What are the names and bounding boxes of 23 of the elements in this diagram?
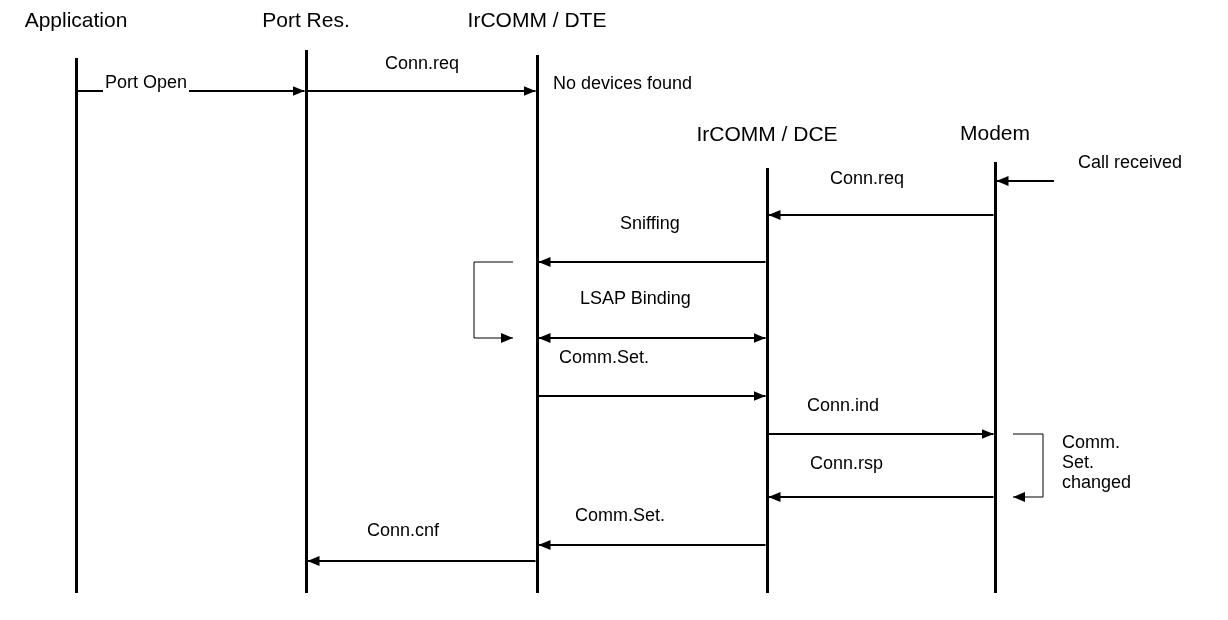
message-arrow (767, 492, 995, 502)
message-arrow (306, 556, 537, 566)
lifeline-heading: IrCOMM / DCE (695, 122, 839, 146)
message-arrow (995, 176, 1055, 186)
lifeline-heading: IrCOMM / DTE (466, 8, 608, 32)
message-arrow (1012, 433, 1044, 502)
lifeline-heading: Application (23, 8, 129, 32)
message-arrow (767, 429, 995, 439)
edge-label: LSAP Binding (578, 288, 693, 308)
edge-label: Port Open (103, 72, 190, 92)
note-text: No devices found (553, 72, 693, 94)
edge-label: Conn.rsp (808, 453, 886, 473)
event-note: Call received (1078, 150, 1200, 174)
lifeline-heading: Modem (959, 121, 1031, 145)
edge-label: Sniffing (618, 213, 682, 233)
message-arrow (537, 540, 767, 550)
message-arrow (306, 86, 537, 96)
message-arrow (767, 210, 995, 220)
message-arrow (473, 261, 514, 343)
message-arrow (537, 391, 767, 401)
message-arrow (537, 257, 767, 267)
message-arrow (537, 333, 767, 343)
lifeline-heading: Port Res. (261, 8, 351, 32)
